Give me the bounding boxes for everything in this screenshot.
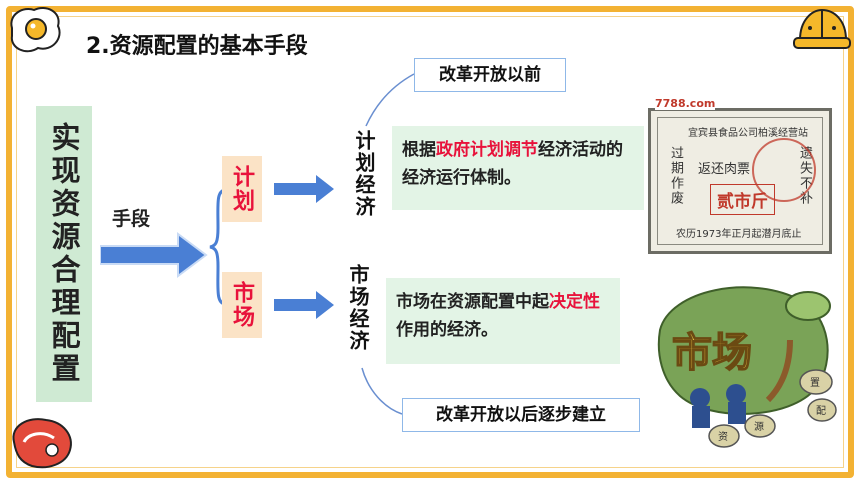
plan-desc-post: 经济活动的经济运行体制。: [402, 140, 623, 188]
slide-inner-frame: [16, 16, 844, 468]
market-arrow-icon: [274, 291, 334, 319]
meat-ration-ticket-image: 7788.com 宜宾县食品公司柏溪经营站 过期作废 遗失不补 返还肉票 贰市斤…: [648, 97, 832, 254]
market-desc-highlight: 决定性: [549, 292, 600, 312]
market-economy-definition: 市场在资源配置中起决定性作用的经济。: [386, 278, 620, 364]
plan-tag: 计划: [222, 156, 262, 222]
means-label: 手段: [112, 208, 151, 230]
ticket-footer: 农历1973年正月起潜月底止: [676, 229, 802, 240]
market-desc-post: 作用的经济。: [396, 320, 498, 340]
bowl-label-yuan: 源: [754, 420, 764, 433]
post-reform-note: 改革开放以后逐步建立: [402, 398, 640, 432]
ticket-watermark: 7788.com: [655, 97, 716, 110]
ticket-issuer: 宜宾县食品公司柏溪经营站: [688, 128, 808, 139]
bowl-label-zi: 资: [718, 431, 728, 443]
main-concept-text: 实现资源合理配置: [47, 122, 81, 386]
hard-hat-icon: [793, 8, 851, 49]
ticket-left-text: 过期作废: [668, 146, 683, 206]
market-jar-illustration: 市场 资 源 配 置: [657, 286, 837, 448]
main-arrow-icon: [100, 232, 208, 278]
plan-arrow-icon: [274, 175, 334, 203]
bowl-label-pei: 配: [816, 405, 826, 417]
fried-egg-icon: [10, 7, 61, 53]
market-desc-pre: 市场在资源配置中起: [396, 292, 549, 312]
stamp-icon: [752, 138, 816, 202]
slide-frame: [6, 6, 854, 478]
jar-big-text: 市场: [672, 330, 752, 376]
plan-desc-pre: 根据: [402, 140, 436, 160]
bowl-label-zhi: 置: [810, 377, 820, 389]
market-tag: 市场: [222, 272, 262, 338]
pre-reform-note: 改革开放以前: [414, 58, 566, 92]
plan-economy-label: 计划经济: [352, 130, 376, 218]
plan-economy-definition: 根据政府计划调节经济活动的经济运行体制。: [392, 126, 644, 210]
steak-icon: [12, 418, 72, 469]
market-economy-label: 市场经济: [346, 264, 370, 352]
main-concept-box: 实现资源合理配置: [36, 106, 92, 402]
brace-icon: [209, 188, 227, 306]
ticket-border: 宜宾县食品公司柏溪经营站 过期作废 遗失不补 返还肉票 贰市斤 农历1973年正…: [657, 117, 823, 245]
ticket-name: 返还肉票: [698, 162, 751, 177]
plan-desc-highlight: 政府计划调节: [436, 140, 538, 160]
page-title: 2.资源配置的基本手段: [86, 34, 308, 59]
